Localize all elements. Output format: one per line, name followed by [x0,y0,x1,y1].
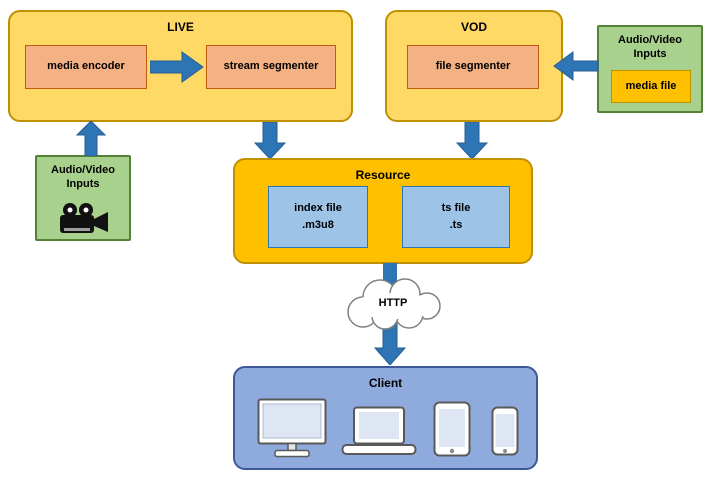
av-inputs-right-group: Audio/Video Inputs media file [597,25,703,113]
desktop-monitor-icon [257,398,327,463]
vod-title: VOD [460,20,487,34]
media-encoder-node: media encoder [25,45,147,89]
ts-file-node: ts file .ts [402,186,510,248]
http-label: HTTP [378,297,408,309]
arrow-http-to-client [374,321,406,365]
vod-group: VOD file segmenter [385,10,563,122]
resource-title: Resource [355,168,411,182]
stream-segmenter-label: stream segmenter [223,60,319,73]
ts-file-label-line2: .ts [449,219,463,231]
smartphone-icon [491,406,519,461]
live-title: LIVE [167,20,194,34]
client-title: Client [368,376,403,390]
av-inputs-right-title-line1: Audio/Video [618,34,682,46]
arrow-vod-to-resource [456,122,488,159]
arrow-av-inputs-to-live [76,121,106,156]
media-file-label: media file [625,79,677,92]
laptop-icon [341,406,417,461]
ts-file-label-line1: ts file [441,201,471,214]
client-group: Client [233,366,538,470]
index-file-node: index file .m3u8 [268,186,368,248]
resource-group: Resource index file .m3u8 ts file .ts [233,158,533,264]
stream-segmenter-node: stream segmenter [206,45,336,89]
av-inputs-left-title-line1: Audio/Video [51,164,115,176]
av-inputs-right-title: Audio/Video Inputs [599,27,701,62]
video-camera-icon [56,201,110,242]
av-inputs-right-title-line2: Inputs [633,48,667,61]
file-segmenter-label: file segmenter [435,60,511,73]
index-file-label-line1: index file [294,201,342,214]
arrow-live-to-resource [254,122,286,159]
live-group: LIVE media encoder stream segmenter [8,10,353,122]
arrow-media-file-to-file-segmenter [553,51,599,81]
tablet-icon [433,401,471,462]
media-file-node: media file [611,70,691,103]
av-inputs-left-group: Audio/Video Inputs [35,155,131,241]
av-inputs-left-title-line2: Inputs [66,178,100,191]
http-cloud-icon [335,276,451,337]
arrow-media-encoder-to-stream-segmenter [150,51,204,83]
file-segmenter-node: file segmenter [407,45,539,89]
av-inputs-left-title: Audio/Video Inputs [37,157,129,192]
index-file-label-line2: .m3u8 [302,219,334,231]
media-encoder-label: media encoder [47,60,125,73]
